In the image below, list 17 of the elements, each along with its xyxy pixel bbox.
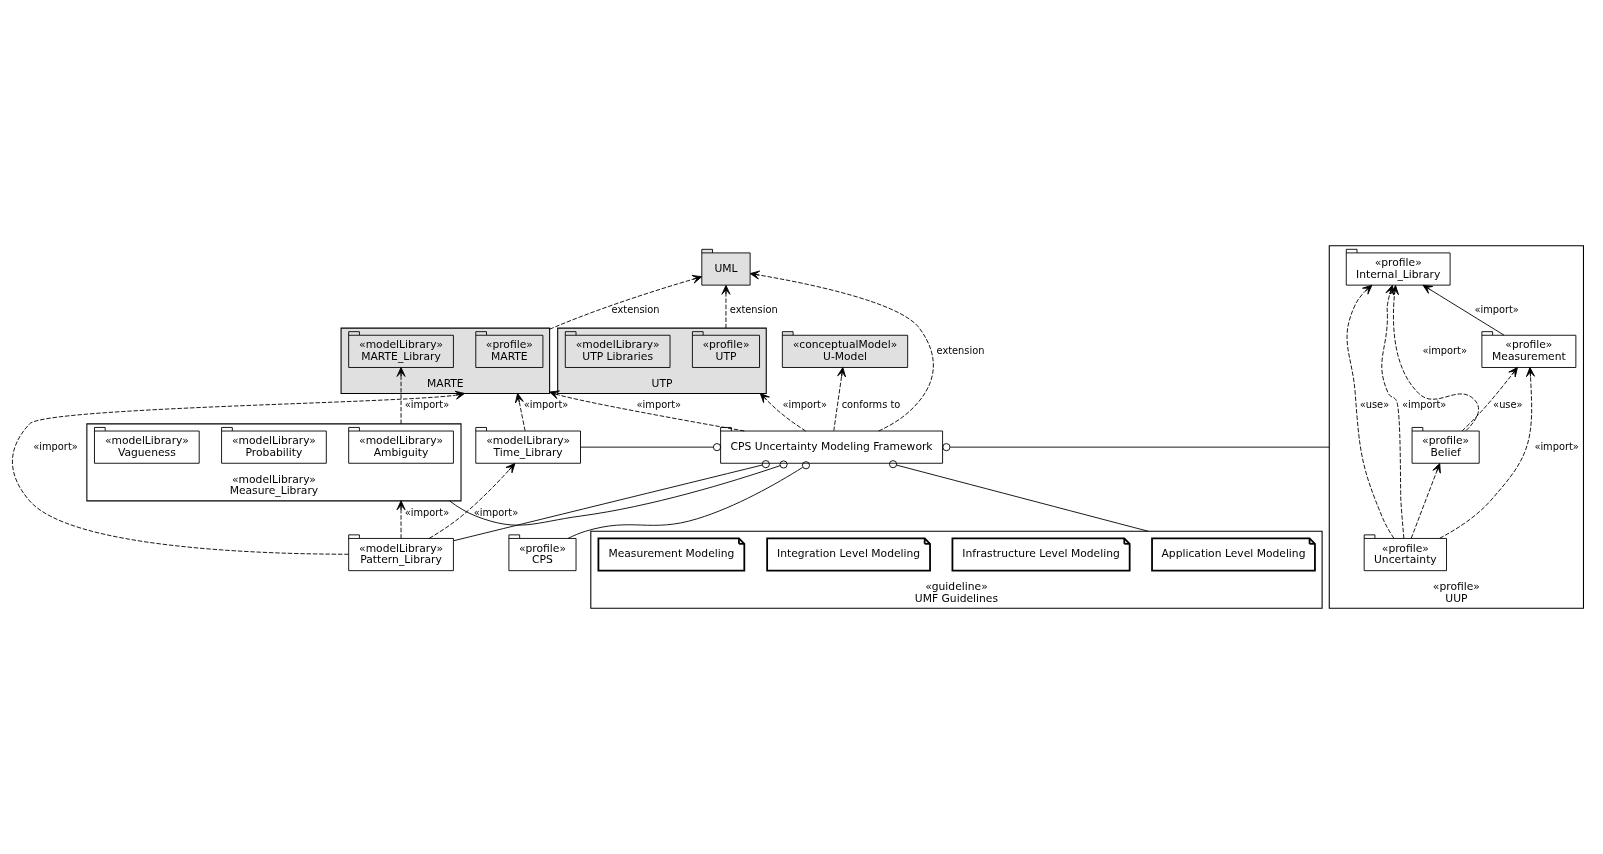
edge-label: extension (729, 303, 778, 315)
edge-label: «use» (1359, 399, 1390, 411)
edge-label: «import» (1401, 399, 1447, 411)
edge-label: extension (936, 344, 985, 356)
edge-label: «import» (1422, 344, 1467, 356)
edge-label: «import» (33, 440, 78, 452)
edge-label: «import» (523, 399, 569, 411)
edge-label: extension (611, 303, 660, 315)
edge-label: conforms to (841, 399, 901, 411)
edge-label: «import» (404, 506, 450, 518)
edge-label: «import» (404, 399, 450, 411)
edge-label: «import» (473, 506, 519, 518)
edge-label: «import» (1474, 303, 1519, 315)
edge-label: «import» (636, 399, 682, 411)
edge-label: «import» (1534, 440, 1579, 452)
edge-label: «import» (782, 399, 827, 411)
edge-label: «use» (1493, 399, 1523, 411)
